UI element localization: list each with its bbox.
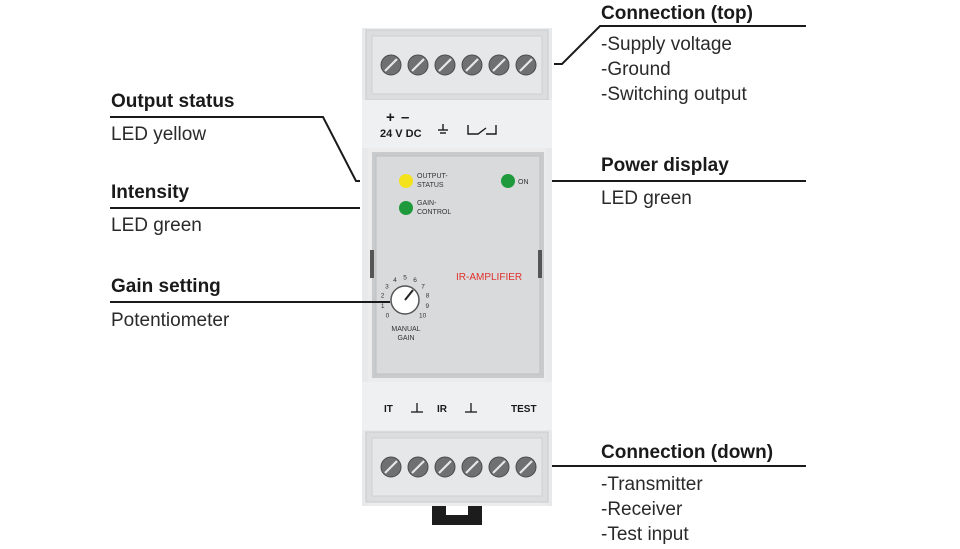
output-status-label-line2: STATUS [417,182,444,189]
list-item: -Ground [601,59,671,80]
bottom-terminal-screw-slot [411,460,425,474]
top-terminal-screw-slot [438,58,452,72]
intensity-title: Intensity [111,182,190,203]
dial-tick-label: 8 [426,293,430,300]
it-label: IT [384,404,393,415]
output-status-detail: LED yellow [111,124,207,145]
bottom-terminal-screw-slot [384,460,398,474]
connection-down-title: Connection (down) [601,442,774,463]
dial-tick-label: 7 [421,283,425,290]
connection-top-title: Connection (top) [601,3,753,24]
bottom-terminal-screw-slot [519,460,533,474]
ir-label: IR [437,404,448,415]
list-item: -Test input [601,524,689,545]
top-terminal-screw-slot [411,58,425,72]
list-item: -Supply voltage [601,34,732,55]
plus-sign: + [386,109,395,126]
dial-tick-label: 6 [413,277,417,284]
connection-down-list: -Transmitter -Receiver -Test input [601,472,703,547]
test-label: TEST [511,404,537,415]
dial-tick-label: 2 [381,293,385,300]
bottom-terminal-screw-slot [492,460,506,474]
top-terminal-screw-slot [384,58,398,72]
power-display-detail: LED green [601,188,692,209]
ground-symbol-icon [465,403,477,413]
power-on-led [501,174,515,188]
dial-tick-label: 5 [403,275,407,282]
output-status-title: Output status [111,91,235,112]
intensity-detail: LED green [111,215,202,236]
dial-tick-label: 9 [425,303,429,310]
front-panel [375,155,541,375]
list-item: -Receiver [601,499,683,520]
top-terminal-screw-slot [465,58,479,72]
bottom-terminal-screw-slot [465,460,479,474]
gain-control-led [399,201,413,215]
power-display-title: Power display [601,155,729,176]
list-item: -Switching output [601,84,747,105]
minus-sign: – [401,109,409,126]
connection-top-list: -Supply voltage -Ground -Switching outpu… [601,32,747,107]
gain-control-label-line1: GAIN- [417,200,437,207]
top-terminal-screw-slot [519,58,533,72]
bottom-terminal-screw-slot [438,460,452,474]
gain-setting-title: Gain setting [111,276,221,297]
voltage-label: 24 V DC [380,128,422,140]
top-terminal-screw-slot [492,58,506,72]
dial-tick-label: 1 [381,303,385,310]
dial-tick-label: 3 [385,283,389,290]
ground-symbol-icon [438,124,448,134]
dial-tick-label: 4 [393,277,397,284]
gain-control-label-line2: CONTROL [417,209,451,216]
list-item: -Transmitter [601,474,703,495]
on-label: ON [518,179,529,186]
manual-gain-label-line2: GAIN [397,335,414,342]
output-status-led [399,174,413,188]
switch-symbol-icon [467,125,497,135]
device-title: IR-AMPLIFIER [456,272,522,283]
dial-tick-label: 0 [386,312,390,319]
gain-setting-detail: Potentiometer [111,310,230,331]
dial-tick-label: 10 [419,312,427,319]
manual-gain-label-line1: MANUAL [391,326,420,333]
ground-symbol-icon [411,403,423,413]
output-status-label-line1: OUTPUT- [417,173,448,180]
